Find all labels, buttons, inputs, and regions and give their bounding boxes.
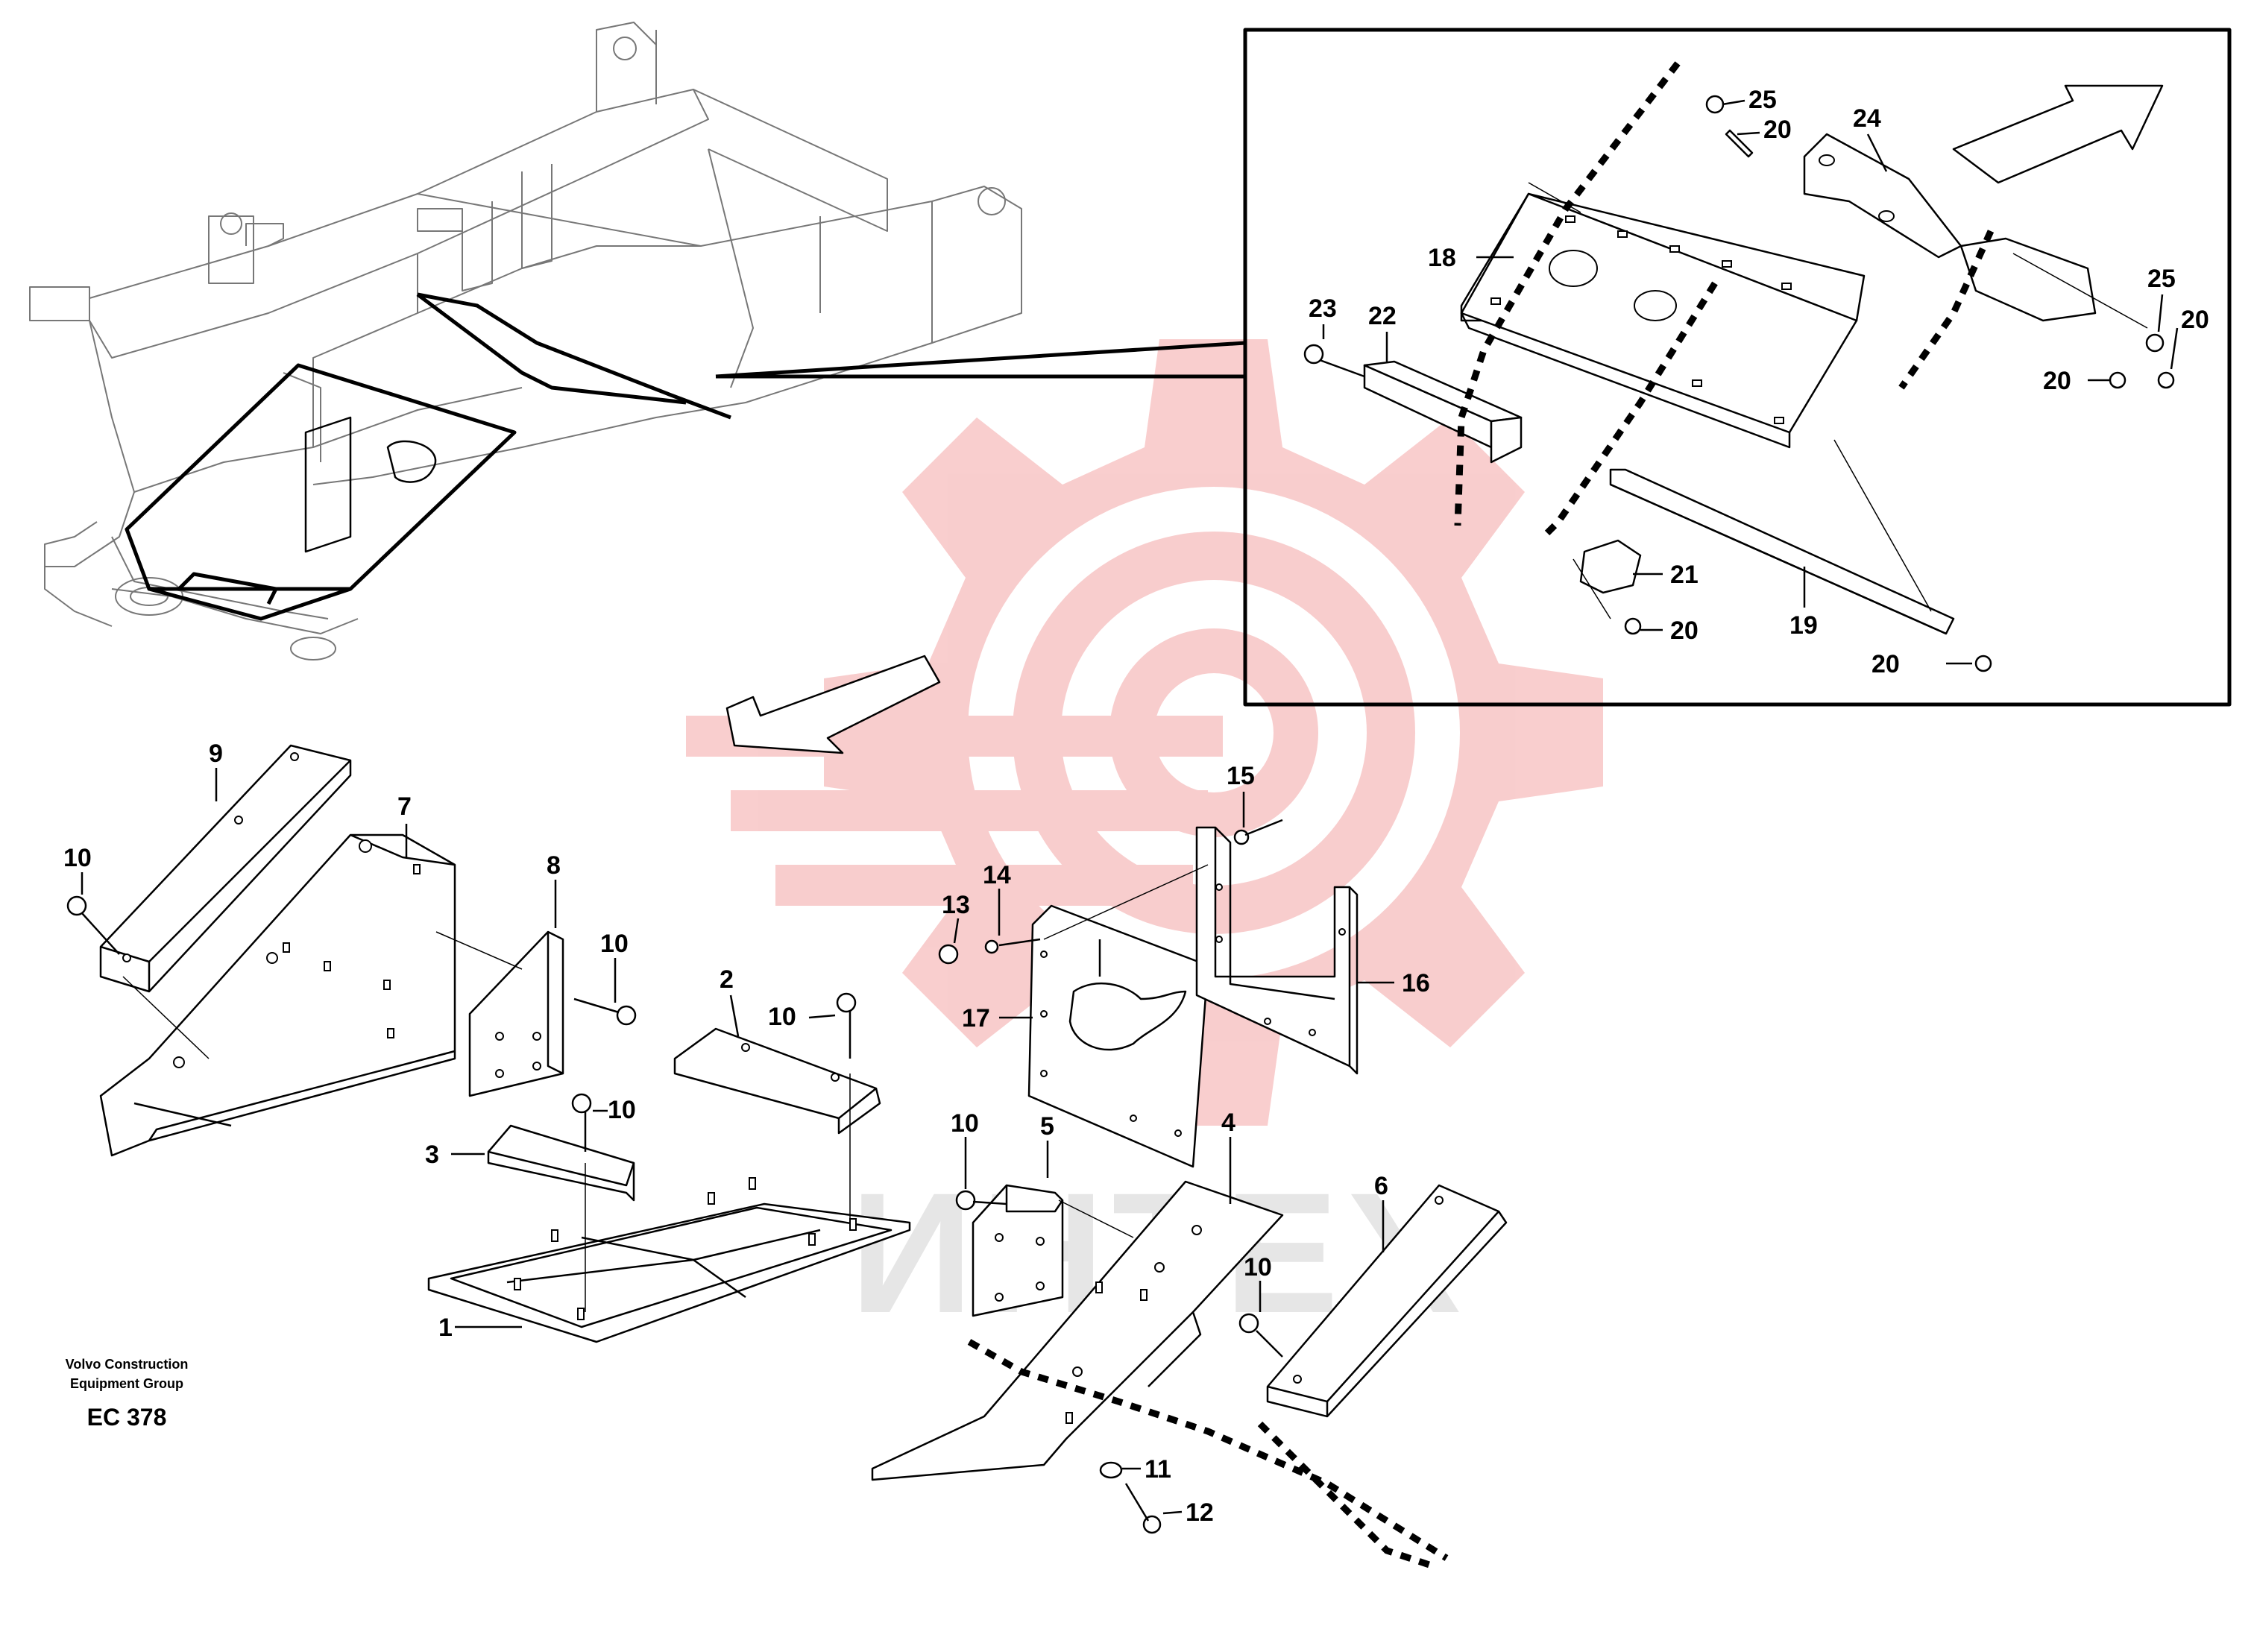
label-9: 9 <box>209 740 223 768</box>
label-25-a: 25 <box>1748 86 1777 114</box>
part-4 <box>871 1180 1284 1481</box>
inset-labels: 25 20 24 18 23 22 25 20 20 21 20 19 20 <box>1309 86 2209 678</box>
label-10-f: 10 <box>1244 1253 1272 1281</box>
label-24: 24 <box>1853 104 1881 133</box>
part-5 <box>972 1184 1064 1317</box>
label-20-c: 20 <box>2043 367 2071 395</box>
watermark-logo <box>686 339 1603 1126</box>
part-8 <box>468 930 564 1097</box>
label-21: 21 <box>1670 561 1699 589</box>
inset-dashed-line-b <box>1540 281 1718 540</box>
label-13: 13 <box>942 891 970 919</box>
footer-code: EC 378 <box>87 1404 167 1431</box>
part-6 <box>1266 1184 1508 1418</box>
label-11: 11 <box>1145 1455 1171 1484</box>
inset-dashed-line-a <box>1454 61 1681 526</box>
part-16 <box>1195 826 1359 1075</box>
part-1 <box>427 1177 911 1343</box>
part-17 <box>1027 904 1209 1168</box>
label-6: 6 <box>1374 1172 1388 1200</box>
label-7: 7 <box>397 792 412 821</box>
label-10-e: 10 <box>951 1109 979 1138</box>
label-23: 23 <box>1309 294 1337 323</box>
inset-detail-box <box>1243 28 2232 707</box>
label-20-a: 20 <box>1763 116 1792 144</box>
label-3: 3 <box>425 1141 439 1169</box>
inset-dashed-line-c <box>1898 230 1995 390</box>
label-17: 17 <box>962 1004 990 1032</box>
inset-bolts <box>1303 95 2175 672</box>
label-20-e: 20 <box>1871 650 1900 678</box>
label-16: 16 <box>1402 969 1430 997</box>
main-dashed-line-b <box>1257 1421 1433 1569</box>
main-connector-lines <box>122 864 1209 1312</box>
label-18: 18 <box>1428 244 1456 272</box>
label-12: 12 <box>1186 1498 1214 1527</box>
part-2 <box>673 1027 881 1135</box>
part-19-bar <box>1609 468 1955 635</box>
highlighted-guard-overview <box>125 292 731 621</box>
label-10-b: 10 <box>600 930 629 958</box>
label-22: 22 <box>1368 302 1397 330</box>
main-labels: 9 7 10 8 10 2 10 10 3 1 15 14 13 17 16 1… <box>63 740 1430 1527</box>
inset-callout-lines <box>715 341 1246 379</box>
direction-arrow-inset-icon <box>1952 84 2164 184</box>
label-10-c: 10 <box>768 1003 796 1031</box>
label-1: 1 <box>438 1314 453 1342</box>
footer-credit: Volvo Construction Equipment Group EC 37… <box>66 1357 189 1431</box>
label-2: 2 <box>720 965 734 994</box>
label-4: 4 <box>1221 1109 1235 1137</box>
label-20-d: 20 <box>1670 617 1699 645</box>
main-bolts <box>66 819 1283 1534</box>
machine-frame-overview <box>29 22 1022 661</box>
label-25-b: 25 <box>2147 265 2176 293</box>
main-dashed-line-a <box>967 1339 1449 1561</box>
part-3 <box>487 1124 635 1202</box>
label-20-b: 20 <box>2181 306 2209 334</box>
label-8: 8 <box>547 851 561 880</box>
label-19: 19 <box>1789 611 1818 640</box>
label-15: 15 <box>1227 762 1255 790</box>
label-14: 14 <box>983 861 1011 889</box>
direction-arrow-main-icon <box>725 655 941 754</box>
footer-company-line1: Volvo Construction <box>66 1357 189 1372</box>
footer-company-line2: Equipment Group <box>70 1376 183 1391</box>
label-5: 5 <box>1040 1112 1054 1141</box>
label-10-d: 10 <box>608 1096 636 1124</box>
part-21-plate <box>1579 539 1642 594</box>
part-7 <box>99 833 456 1157</box>
label-10-a: 10 <box>63 844 92 872</box>
part-18-plate <box>1460 192 1866 449</box>
part-24-bracket <box>1803 133 2097 322</box>
